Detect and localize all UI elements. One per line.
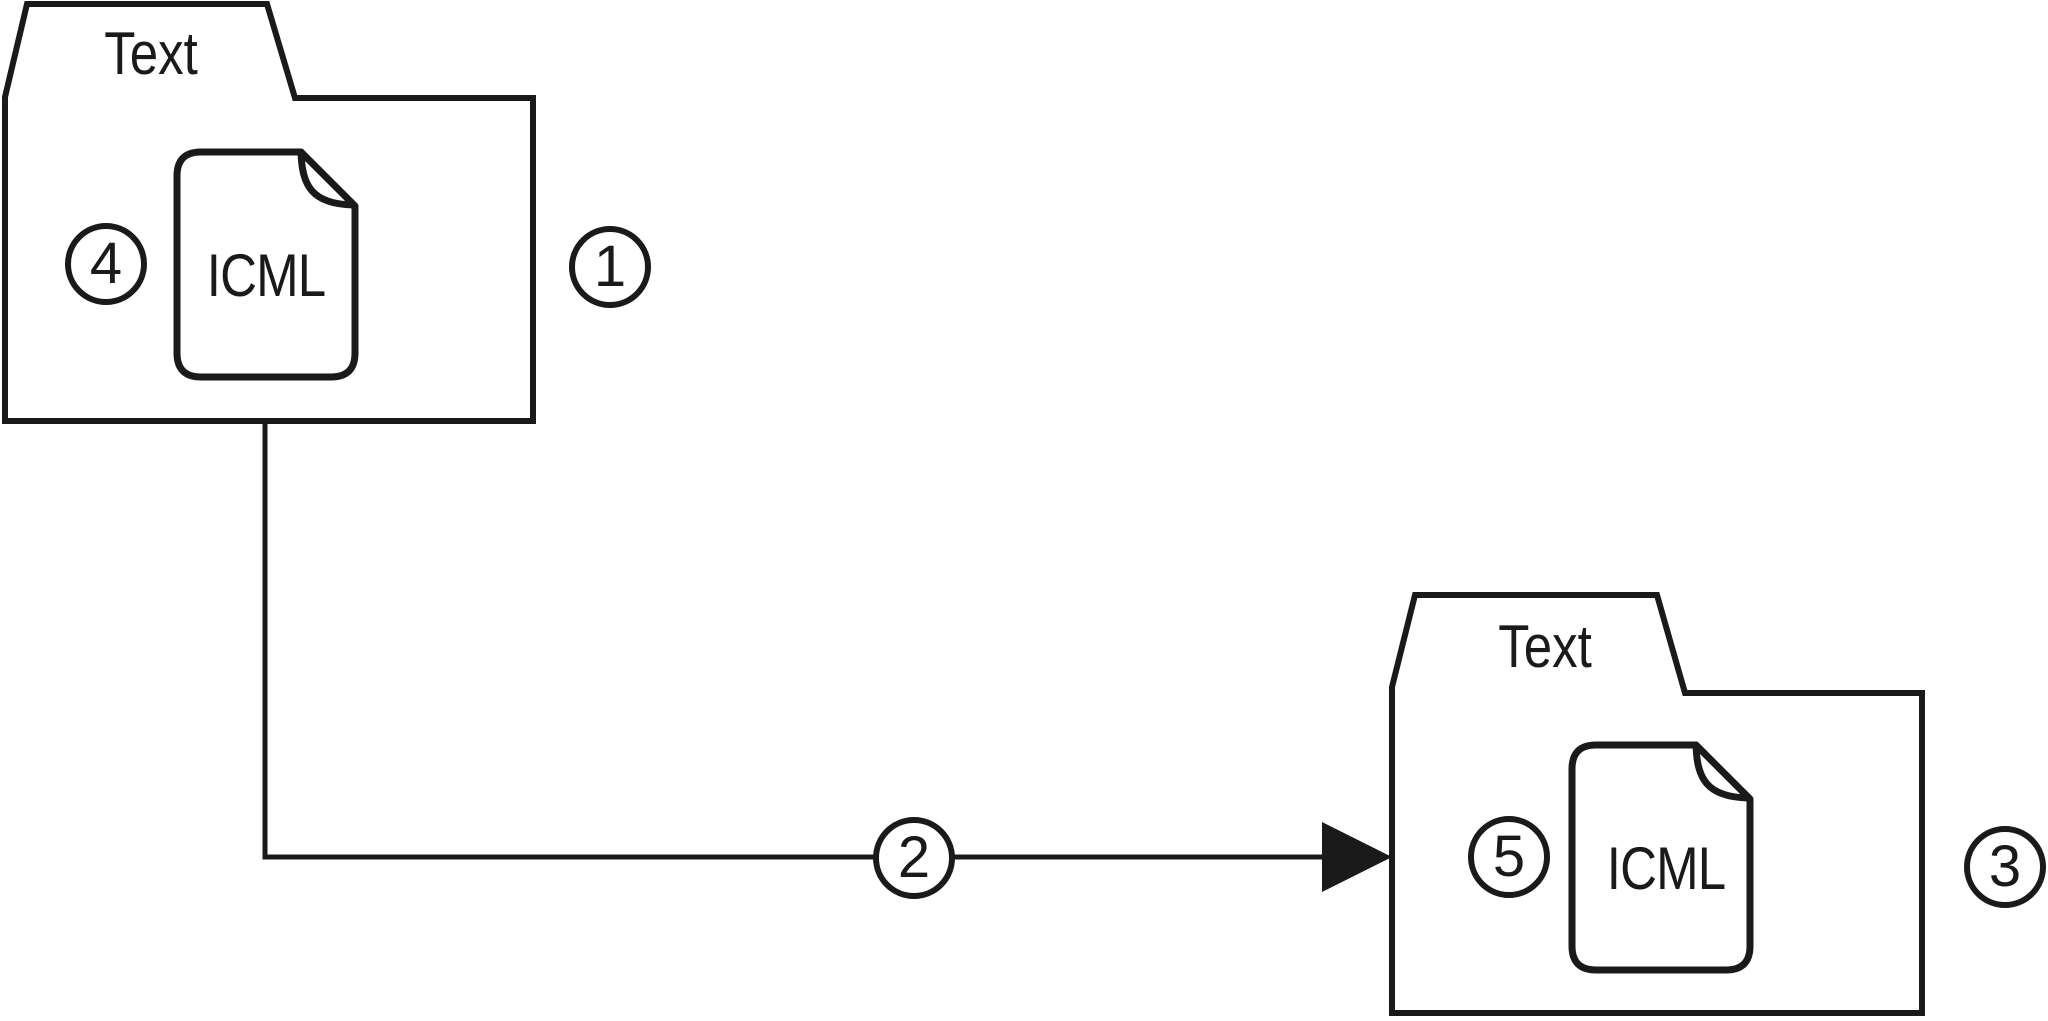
source-document-icon: [173, 148, 359, 381]
step-badge-3: 3: [1964, 826, 2046, 908]
target-document-icon: [1568, 741, 1754, 974]
source-folder-label: Text: [104, 20, 198, 87]
source-document-fold-icon: [297, 148, 357, 209]
flow-connector-line: [262, 421, 1330, 860]
target-document-label: ICML: [1606, 835, 1726, 902]
step-badge-1: 1: [569, 226, 651, 308]
step-badge-5: 5: [1468, 816, 1550, 898]
arrowhead-icon: [1322, 822, 1392, 892]
target-folder-label: Text: [1498, 613, 1592, 680]
step-badge-4: 4: [65, 223, 147, 305]
step-badge-2: 2: [873, 817, 955, 899]
target-document-fold-icon: [1692, 741, 1752, 802]
source-document-label: ICML: [206, 242, 326, 309]
